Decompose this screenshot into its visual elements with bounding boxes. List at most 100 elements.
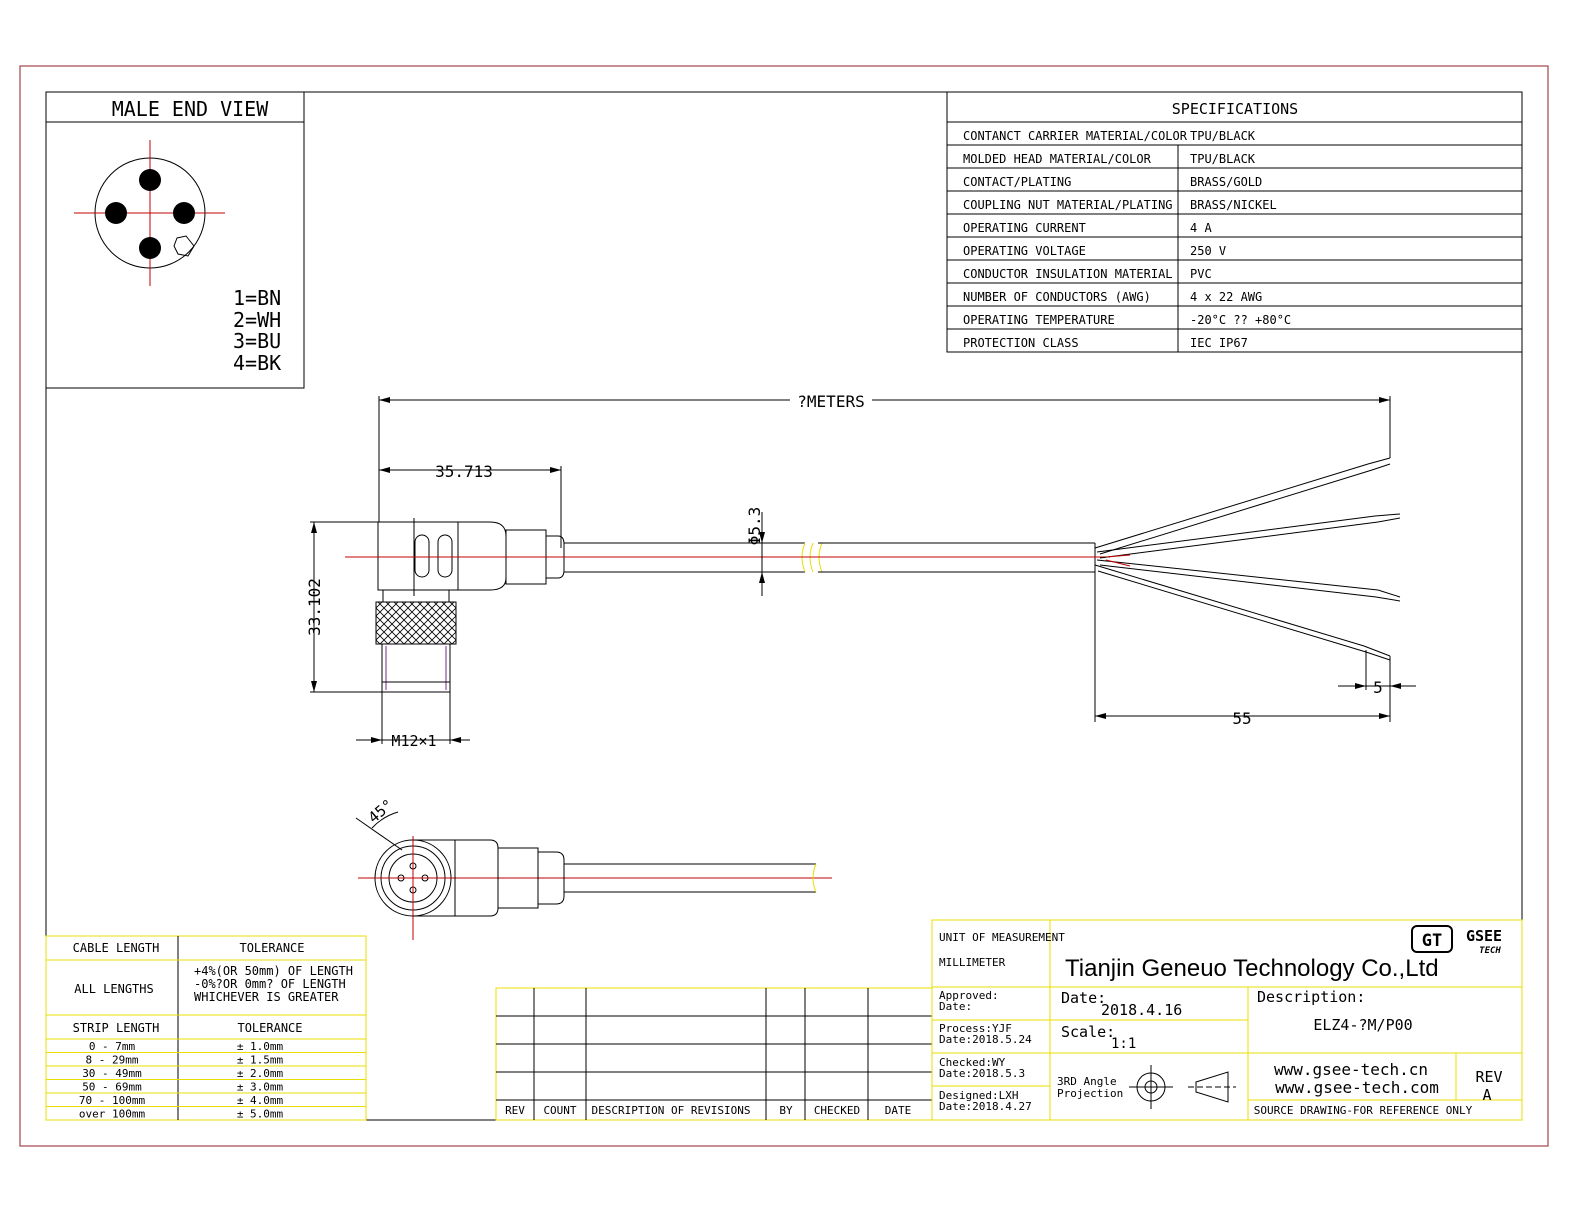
website-com: www.gsee-tech.com [1275,1078,1439,1097]
strip-length-header: STRIP LENGTH [73,1021,160,1035]
spec-label: PROTECTION CLASS [963,336,1079,350]
strip-length-dimension: 5 [1373,678,1383,697]
all-lengths-tolerance-3: WHICHEVER IS GREATER [194,990,339,1004]
pin-legend-4: 4=BK [233,351,281,375]
spec-value: -20°C ?? +80°C [1190,313,1291,327]
company-name: Tianjin Geneuo Technology Co.,Ltd [1065,955,1439,982]
approved-label: Approved: [939,989,999,1002]
projection-line-2: Projection [1057,1087,1123,1100]
spec-value: 4 x 22 AWG [1190,290,1262,304]
strip-tolerance: ± 1.0mm [237,1040,284,1053]
logo-mark: GT [1422,931,1442,951]
process-date: Date:2018.5.24 [939,1033,1032,1046]
spec-label: NUMBER OF CONDUCTORS (AWG) [963,290,1151,304]
designed-label: Designed:LXH [939,1089,1018,1102]
all-lengths-label: ALL LENGTHS [74,982,153,996]
cable-length-header: CABLE LENGTH [73,941,160,955]
logo-bottom: TECH [1479,946,1501,956]
unit-label: UNIT OF MEASUREMENT [939,931,1065,944]
spec-label: OPERATING TEMPERATURE [963,313,1115,327]
projection-line-1: 3RD Angle [1057,1075,1117,1088]
strip-tolerance-header: TOLERANCE [237,1021,302,1035]
pin-3 [173,202,195,224]
checked-label: Checked:WY [939,1056,1006,1069]
connector-side-view: ?METERS 35.713 33.102 [305,390,1416,750]
pin-legend-1: 1=BN [233,286,281,310]
spec-label: MOLDED HEAD MATERIAL/COLOR [963,152,1152,166]
description-value: ELZ4-?M/P00 [1313,1016,1412,1034]
spec-value: 4 A [1190,221,1212,235]
pin-4 [139,237,161,259]
third-angle-projection-icon [1129,1065,1236,1109]
logo-top: GSEE [1466,927,1502,945]
strip-range: 70 - 100mm [79,1094,146,1107]
strip-range: over 100mm [79,1108,146,1121]
spec-value: TPU/BLACK [1190,152,1256,166]
spec-value: BRASS/NICKEL [1190,198,1277,212]
company-logo: GT GSEE TECH [1411,925,1502,956]
unit-value: MILLIMETER [939,956,1006,969]
rev-label: REV [1475,1068,1502,1086]
description-label: Description: [1257,988,1365,1006]
strip-tolerance: ± 1.5mm [237,1054,284,1067]
tolerance-table: CABLE LENGTH TOLERANCE ALL LENGTHS +4%(O… [45,935,367,1121]
spec-label: CONTACT/PLATING [963,175,1071,189]
pin-legend-2: 2=WH [233,308,281,332]
outer-frame [19,65,1549,1147]
total-length-dimension: ?METERS [797,392,864,411]
description-col-header: DESCRIPTION OF REVISIONS [592,1104,751,1117]
tolerance-header: TOLERANCE [239,941,304,955]
stripped-wires [1094,457,1401,661]
designed-date: Date:2018.4.27 [939,1100,1032,1113]
spec-label: COUPLING NUT MATERIAL/PLATING [963,198,1173,212]
spec-label: CONDUCTOR INSULATION MATERIAL [963,267,1173,281]
revision-table: REV COUNT DESCRIPTION OF REVISIONS BY CH… [495,987,933,1121]
scale-label: Scale: [1061,1023,1115,1041]
strip-range: 30 - 49mm [82,1067,142,1080]
spec-value: TPU/BLACK [1190,129,1256,143]
male-end-view-title: MALE END VIEW [112,97,269,121]
strip-tolerance: ± 4.0mm [237,1094,284,1107]
scale-value: 1:1 [1111,1036,1136,1052]
spec-label: OPERATING CURRENT [963,221,1086,235]
date-label: Date: [1061,989,1106,1007]
date-value: 2018.4.16 [1101,1001,1182,1019]
spec-value: IEC IP67 [1190,336,1248,350]
spec-value: 250 V [1190,244,1226,258]
spec-value: BRASS/GOLD [1190,175,1262,189]
pin-2 [105,202,127,224]
count-col-header: COUNT [543,1104,576,1117]
cable-diameter-dimension: Φ5.3 [745,507,764,546]
all-lengths-tolerance-1: +4%(OR 50mm) OF LENGTH [194,964,353,978]
specifications-title: SPECIFICATIONS [1172,100,1298,118]
title-block: UNIT OF MEASUREMENT MILLIMETER Tianjin G… [931,919,1523,1121]
spec-label: OPERATING VOLTAGE [963,244,1086,258]
checked-date: Date:2018.5.3 [939,1067,1025,1080]
male-end-view: MALE END VIEW 1=BN 2=WH 3=BU 4=BK [45,91,305,389]
jacket-strip-dimension: 55 [1232,709,1251,728]
strip-range: 0 - 7mm [89,1040,136,1053]
angle-dimension: 45° [365,796,397,827]
key-notch [173,235,195,257]
pin-legend-3: 3=BU [233,329,281,353]
approved-date-label: Date: [939,1000,972,1013]
spec-value: PVC [1190,267,1212,281]
pin-1 [139,169,161,191]
website-cn: www.gsee-tech.cn [1274,1060,1428,1079]
strip-tolerance: ± 3.0mm [237,1081,284,1094]
strip-tolerance: ± 2.0mm [237,1067,284,1080]
head-height-dimension: 33.102 [305,578,324,636]
spec-label: CONTANCT CARRIER MATERIAL/COLOR [963,129,1188,143]
specifications-table: SPECIFICATIONS CONTANCT CARRIER MATERIAL… [946,91,1523,353]
by-col-header: BY [779,1104,793,1117]
strip-range: 8 - 29mm [86,1054,139,1067]
checked-col-header: CHECKED [814,1104,860,1117]
all-lengths-tolerance-2: -0%?OR 0mm? OF LENGTH [194,977,346,991]
thread-dimension: M12×1 [391,732,436,750]
connector-front-view: 45° [355,796,832,940]
process-label: Process:YJF [939,1022,1012,1035]
head-length-dimension: 35.713 [435,462,493,481]
source-note: SOURCE DRAWING-FOR REFERENCE ONLY [1254,1104,1473,1117]
knurled-coupling-nut [375,601,457,645]
rev-value: A [1482,1086,1491,1104]
